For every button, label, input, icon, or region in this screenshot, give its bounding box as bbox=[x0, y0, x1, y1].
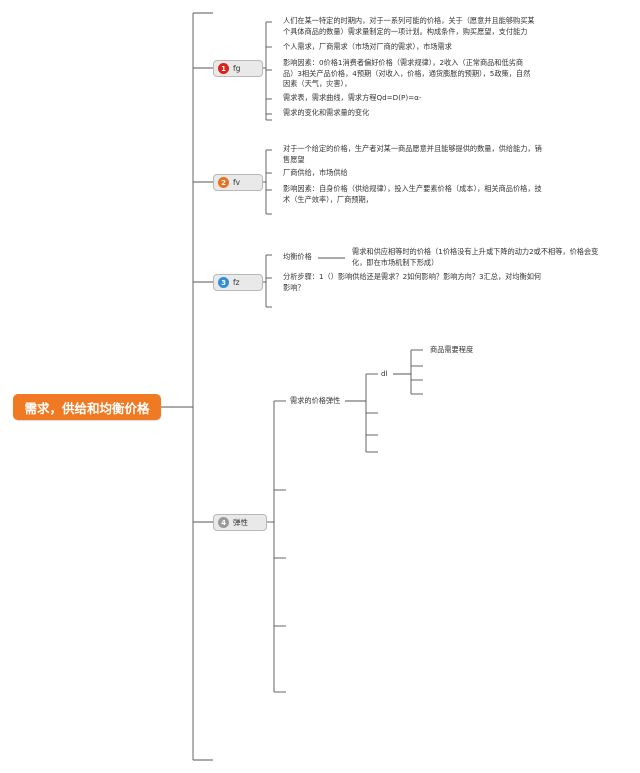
branch-4-item-1: 需求的价格弹性 bbox=[290, 396, 341, 405]
branch-4-item-2: dl bbox=[381, 369, 388, 378]
branch-4-label: 弹性 bbox=[233, 518, 248, 527]
branch-2-item-3: 影响因素：自身价格（供给规律），投入生产要素价格（成本），相关商品价格，技术（生… bbox=[283, 184, 542, 204]
number-1-icon: 1 bbox=[218, 63, 229, 74]
branch-2-item-2: 厂商供给，市场供给 bbox=[283, 168, 348, 177]
root-node[interactable]: 需求，供给和均衡价格 bbox=[13, 394, 161, 420]
branch-2-item-1: 对于一个给定的价格，生产者对某一商品愿意并且能够提供的数量，供给能力，销售愿望 bbox=[283, 144, 542, 164]
branch-1-node[interactable]: 1 fg bbox=[213, 60, 263, 77]
root-title: 需求，供给和均衡价格 bbox=[24, 400, 150, 416]
number-3-icon: 3 bbox=[218, 277, 229, 288]
branch-3-label: fz bbox=[233, 278, 240, 287]
branch-3-item-3: 分析步骤：1（）影响供给还是需求？2如何影响？影响方向？3汇总，对均衡如何影响？ bbox=[283, 272, 542, 292]
number-2-icon: 2 bbox=[218, 177, 229, 188]
branch-4-item-3: 商品需要程度 bbox=[430, 345, 474, 354]
branch-1-item-4: 需求表，需求曲线，需求方程Qd=D(P)=α- bbox=[283, 93, 422, 102]
branch-2-node[interactable]: 2 fv bbox=[213, 174, 263, 191]
number-4-icon: 4 bbox=[218, 517, 229, 528]
branch-2-label: fv bbox=[233, 178, 241, 187]
branch-1-item-2: 个人需求，厂商需求（市场对厂商的需求），市场需求 bbox=[283, 42, 452, 51]
branch-3-item-2: 需求和供应相等时的价格（1价格没有上升或下降的动力2或不相等，价格会变化，即在市… bbox=[352, 247, 599, 267]
branch-1-item-5: 需求的变化和需求量的变化 bbox=[283, 108, 370, 117]
branch-1-item-3: 影响因素：0价格1消费者偏好价格（需求规律），2收入（正常商品和低劣商品）3相关… bbox=[283, 58, 531, 88]
branch-1-label: fg bbox=[233, 64, 241, 73]
branch-1-item-1: 人们在某一特定的时期内，对于一系列可能的价格，关于（愿意并且能够购买某个具体商品… bbox=[283, 16, 535, 36]
branch-4-node[interactable]: 4 弹性 bbox=[213, 514, 267, 531]
branch-3-item-1: 均衡价格 bbox=[283, 252, 312, 261]
branch-3-node[interactable]: 3 fz bbox=[213, 274, 263, 291]
